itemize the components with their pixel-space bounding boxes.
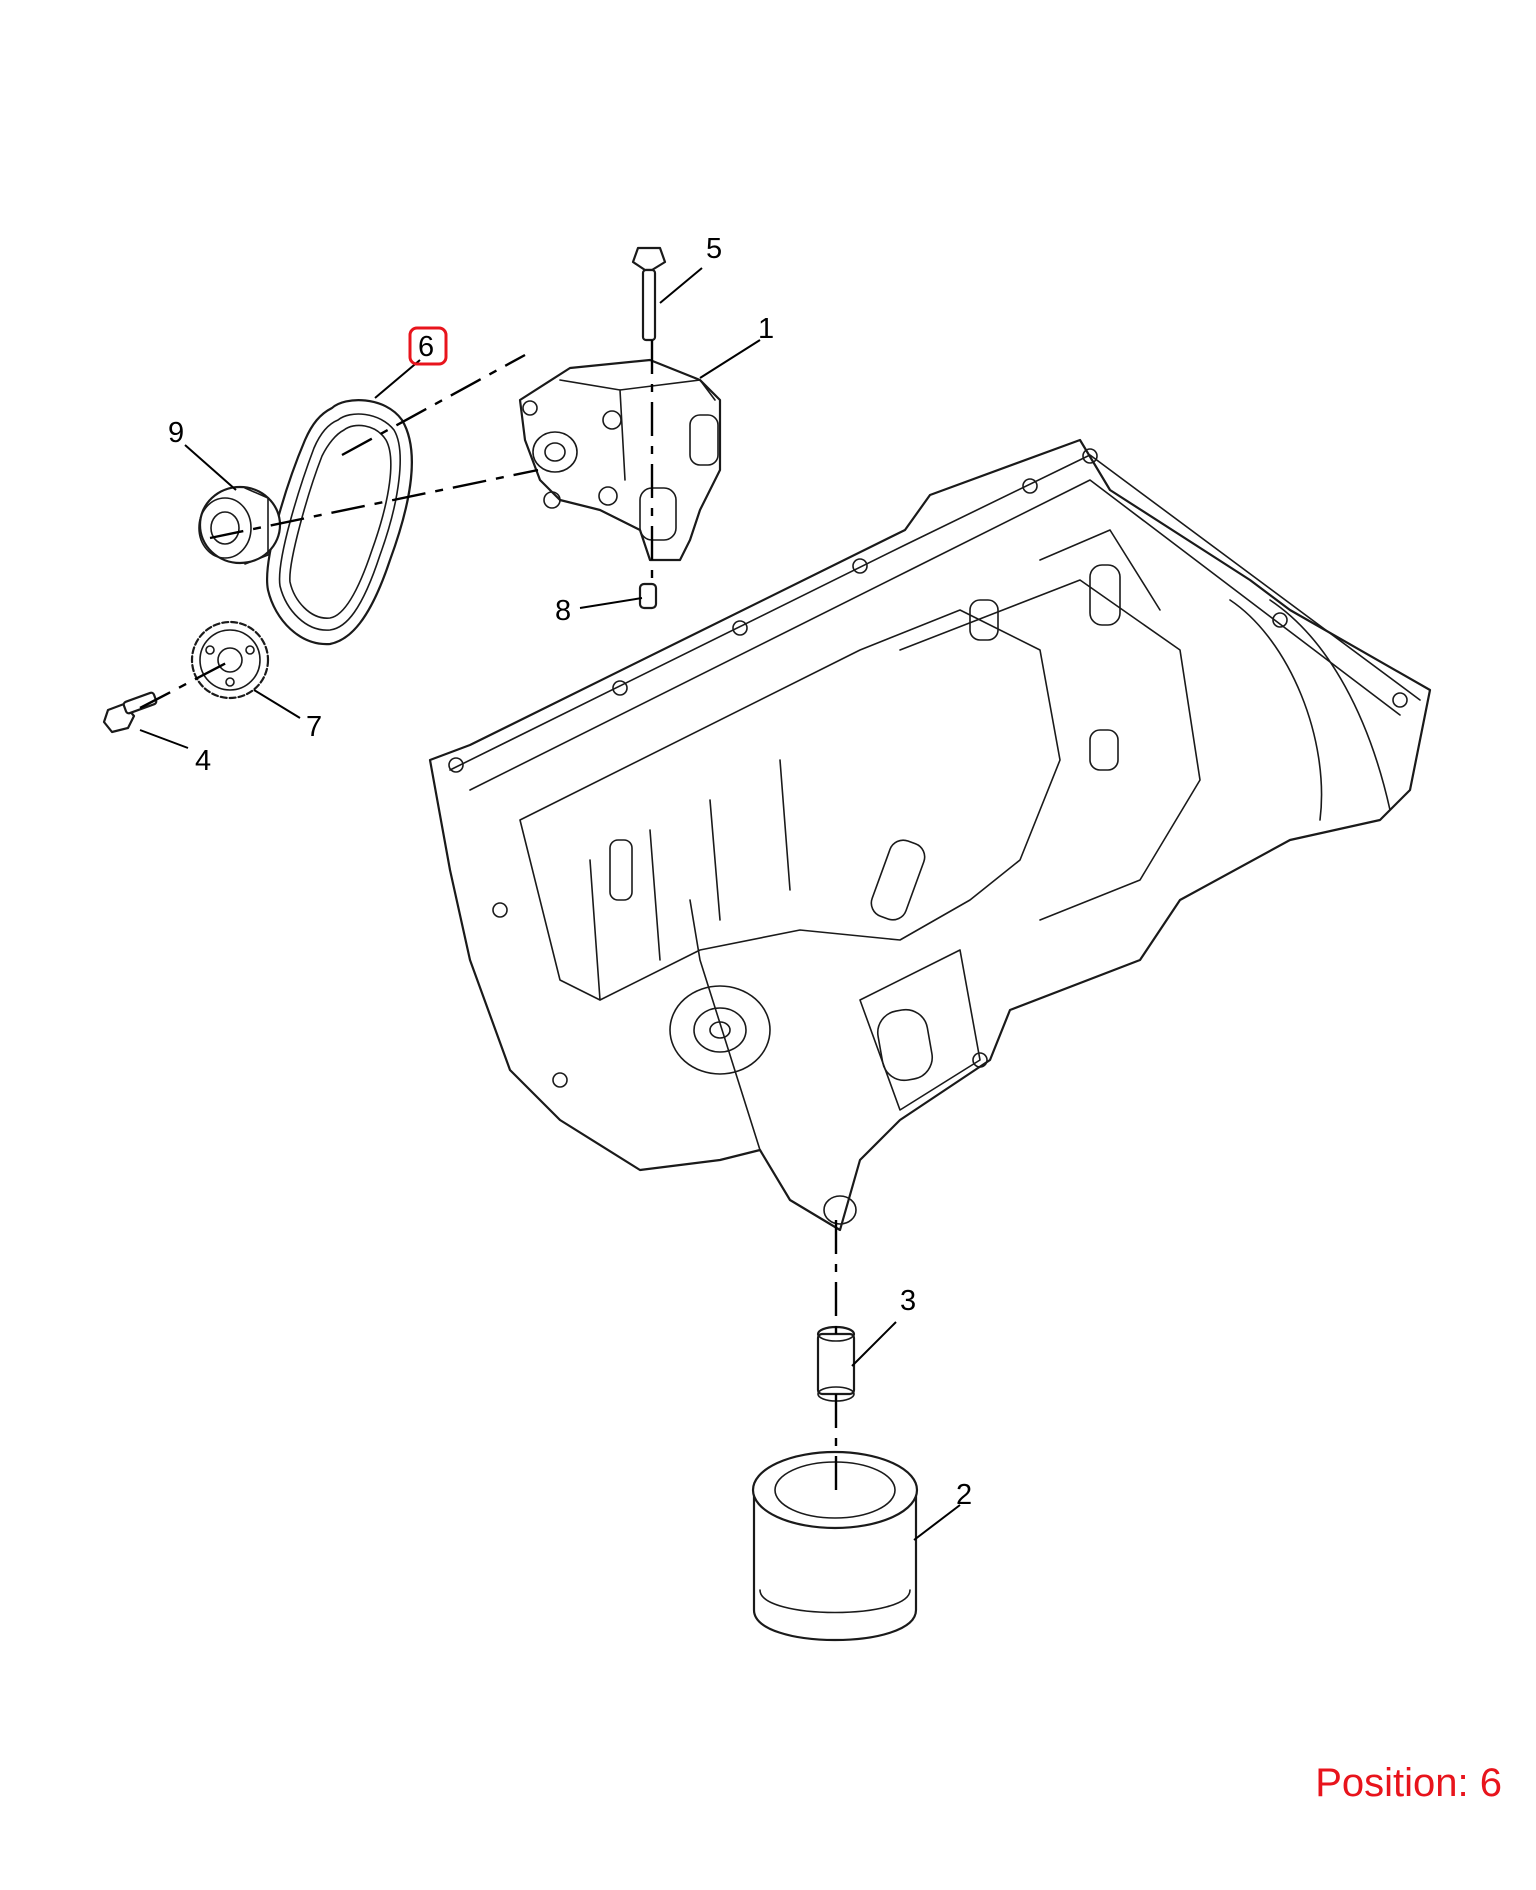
pump-bolt (631, 246, 667, 342)
callout-8: 8 (555, 595, 571, 627)
drive-belt (266, 399, 414, 646)
callout-6-highlight-box (408, 326, 448, 366)
callout-4: 4 (195, 745, 211, 777)
leader-lines (139, 267, 961, 1541)
oil-filter (751, 1450, 919, 1642)
callout-9: 9 (168, 417, 184, 449)
callout-3: 3 (900, 1285, 916, 1317)
sprocket-gear (190, 620, 270, 700)
assembly-centerlines (139, 340, 838, 1500)
oil-pump (518, 358, 722, 562)
callout-1: 1 (758, 313, 774, 345)
position-label: Position: 6 (1315, 1761, 1502, 1805)
sprocket-bolt (102, 691, 158, 734)
sleeve (816, 1325, 856, 1402)
callout-2: 2 (956, 1479, 972, 1511)
callout-labels: 1 2 3 4 5 7 8 9 6 (168, 233, 972, 1511)
oil-pan-housing (428, 438, 1432, 1232)
dowel-pin (638, 582, 658, 610)
callout-5: 5 (706, 233, 722, 265)
callout-7: 7 (306, 711, 322, 743)
callout-6: 6 (418, 331, 434, 363)
pulley (198, 485, 282, 565)
